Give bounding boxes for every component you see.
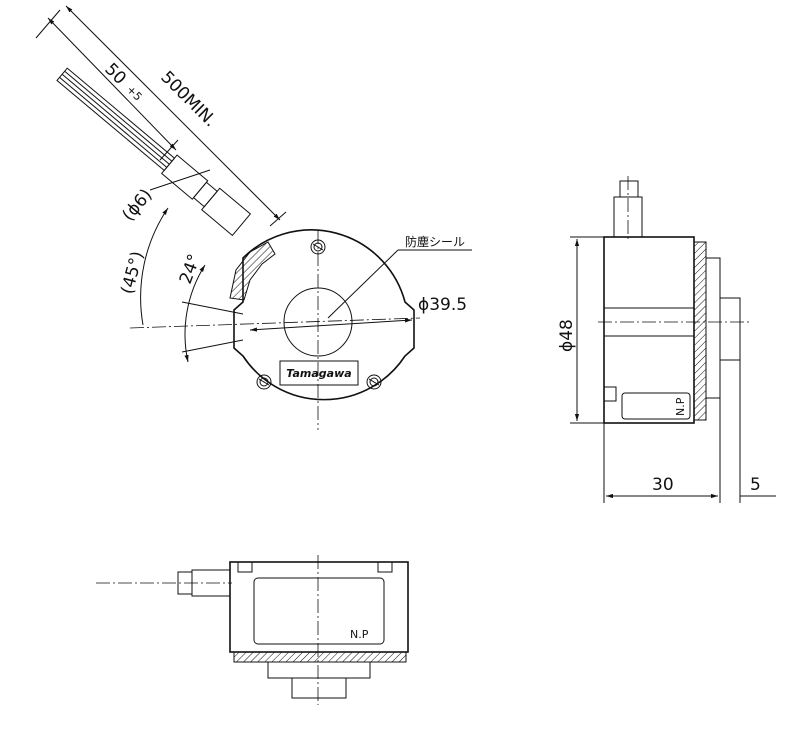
cable-boss [229,241,276,301]
bottom-hub-inner [291,677,347,699]
screw-left [256,374,272,390]
screw-right [366,374,382,390]
dim-ext-1 [35,9,61,39]
side-flange-face [705,257,721,399]
dim-ext-3 [269,211,287,227]
body-diameter-label: ϕ48 [557,319,577,352]
flange-length-label: 5 [750,475,761,495]
bore-dim-line [249,318,413,332]
dim-500-line [65,5,281,221]
cable-bushing [192,181,218,208]
angle-arc-24 [184,264,206,363]
screw-top [310,239,326,255]
cable-jacket [160,154,209,200]
bottom-view: N.P [96,555,409,705]
cable-length-long: 500MIN. [156,67,220,131]
front-view: Tamagawa 24° (45°) ϕ39.5 防塵シール [118,207,472,430]
bottom-body [229,561,409,653]
bottom-notch-right [377,561,393,573]
side-view: N.P ϕ48 30 5 [557,176,776,503]
side-flange [693,241,707,421]
bottom-notch-left [237,561,253,573]
logo-text: Tamagawa [286,367,351,380]
angle-45-label: (45°) [118,249,149,296]
side-hub [719,297,741,361]
bottom-flange [233,651,407,663]
cable-dia-ext [149,169,211,191]
bore-diameter-label: ϕ39.5 [418,295,467,315]
side-nameplate [621,392,691,420]
front-centerline-h [129,317,421,329]
bottom-nameplate-label: N.P [350,628,369,641]
bottom-hub-outer [267,661,371,679]
cable-gland [201,187,252,237]
dust-seal-label: 防塵シール [405,234,465,249]
side-notch [603,386,617,402]
cable-length-short-tol: +5 [124,83,145,104]
side-body [603,236,695,424]
angle-24-label: 24° [176,252,205,287]
side-nameplate-label: N.P [674,397,687,416]
dust-seal-leader [327,249,399,319]
side-cable-end [619,180,639,198]
cable-diameter-label: (ϕ6) [119,185,157,225]
logo-plate [279,360,359,386]
cable-assembly: 50 +5 500MIN. (ϕ6) [35,5,287,237]
angle-line-upper [181,301,244,315]
bottom-nameplate [253,577,385,645]
cable-length-short: 50 [100,59,129,88]
body-length-label: 30 [652,475,674,495]
